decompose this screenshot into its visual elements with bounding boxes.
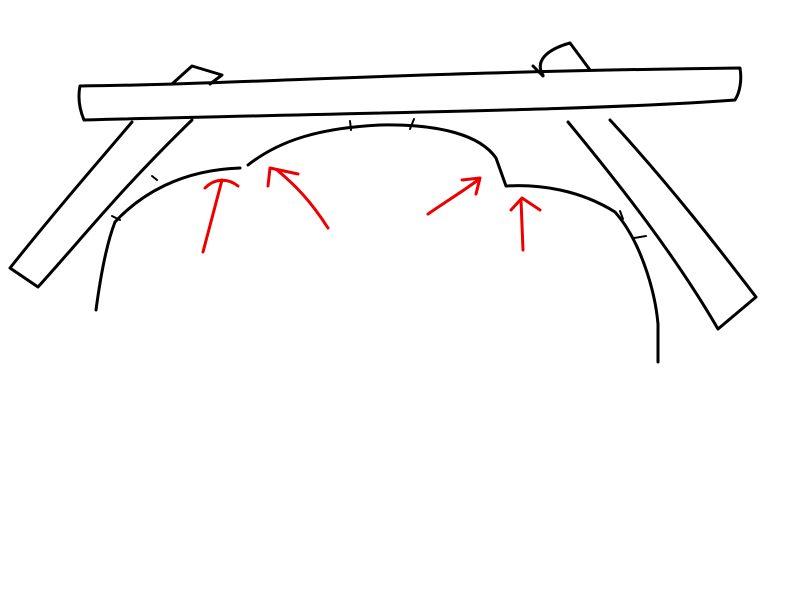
arch-outline <box>94 123 660 364</box>
red-arrows <box>201 166 542 254</box>
top-beam <box>77 66 743 122</box>
red-arrow-1 <box>201 178 240 254</box>
red-arrow-2 <box>266 166 330 230</box>
left-diagonal-leg <box>8 64 224 289</box>
tick-marks <box>111 118 647 239</box>
red-arrow-4 <box>509 196 542 252</box>
red-arrow-3 <box>426 176 482 216</box>
right-diagonal-leg <box>531 41 758 331</box>
